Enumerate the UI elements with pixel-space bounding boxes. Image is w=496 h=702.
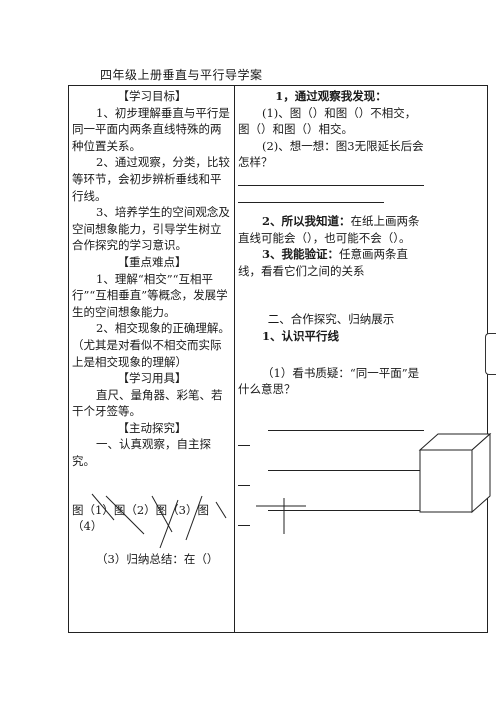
goal-2: 2、通过观察，分类，比较等环节，会初步辨析垂线和平行线。 <box>72 155 230 203</box>
answer-blank-short <box>238 433 250 446</box>
answer-blank[interactable] <box>238 171 424 186</box>
cuboid-icon <box>418 432 492 514</box>
verify-heading: 3、我能验证： <box>262 247 340 262</box>
answer-blank[interactable] <box>268 416 424 431</box>
key-point-1: 1、理解“相交”“互相平行”“互相垂直”等概念，发展学生的空间想象能力。 <box>72 271 228 319</box>
part2-heading: 二、合作探究、归纳展示 <box>267 312 395 327</box>
key-points-heading: 【重点难点】 <box>117 254 187 269</box>
verify-text: 任意画两条直线，看看它们之间的关系 <box>238 247 409 278</box>
line-figures-icon <box>91 493 227 549</box>
document-title: 四年级上册垂直与平行导学案 <box>100 68 263 82</box>
answer-blank[interactable] <box>268 456 424 471</box>
observe-item-2: (2)、想一想：图3无限延长后会怎样？ <box>238 138 424 170</box>
summary-text: （3）归纳总结：在（） <box>96 551 219 566</box>
question-text: （1）看书质疑：“同一平面”是什么意思？ <box>238 365 420 397</box>
explore-step-1: 一、认真观察，自主探究。 <box>72 437 211 469</box>
goal-3: 3、培养学生的空间观念及空间想象能力，引导学生树立合作探究的学习意识。 <box>72 205 230 253</box>
know-heading: 2、所以我知道： <box>262 213 351 228</box>
parallel-heading: 1、认识平行线 <box>262 328 340 343</box>
tools-heading: 【学习用具】 <box>117 371 187 386</box>
observe-item-1: (1)、图（）和图（）不相交，图（）和图（）相交。 <box>238 105 417 137</box>
figure-labels: 图（1）图（2）图（3）图（4） <box>72 502 209 534</box>
answer-blank-short <box>238 513 250 526</box>
goal-1: 1、初步理解垂直与平行是同一平面内两条直线特殊的两种位置关系。 <box>72 105 230 153</box>
answer-blank[interactable] <box>238 188 384 203</box>
left-column: 【学习目标】 1、初步理解垂直与平行是同一平面内两条直线特殊的两种位置关系。 2… <box>72 88 232 567</box>
perpendicular-figure-icon <box>256 498 306 534</box>
answer-blank-short <box>238 473 250 486</box>
side-tab[interactable] <box>485 333 496 375</box>
right-column: 1，通过观察我发现： (1)、图（）和图（）不相交，图（）和图（）相交。 (2)… <box>238 88 424 526</box>
key-point-2: 2、相交现象的正确理解。（尤其是对看似不相交而实际上是相交现象的理解） <box>72 321 230 369</box>
goals-heading: 【学习目标】 <box>117 89 187 103</box>
observe-heading: 1，通过观察我发现： <box>275 89 387 103</box>
know-text: 在纸上画两条直线可能会（），也可能不会（）。 <box>238 213 420 245</box>
tools-text: 直尺、量角器、彩笔、若干个牙签等。 <box>72 387 223 419</box>
explore-heading: 【主动探究】 <box>117 420 187 435</box>
answer-blank[interactable] <box>268 496 424 511</box>
column-divider <box>234 85 235 633</box>
